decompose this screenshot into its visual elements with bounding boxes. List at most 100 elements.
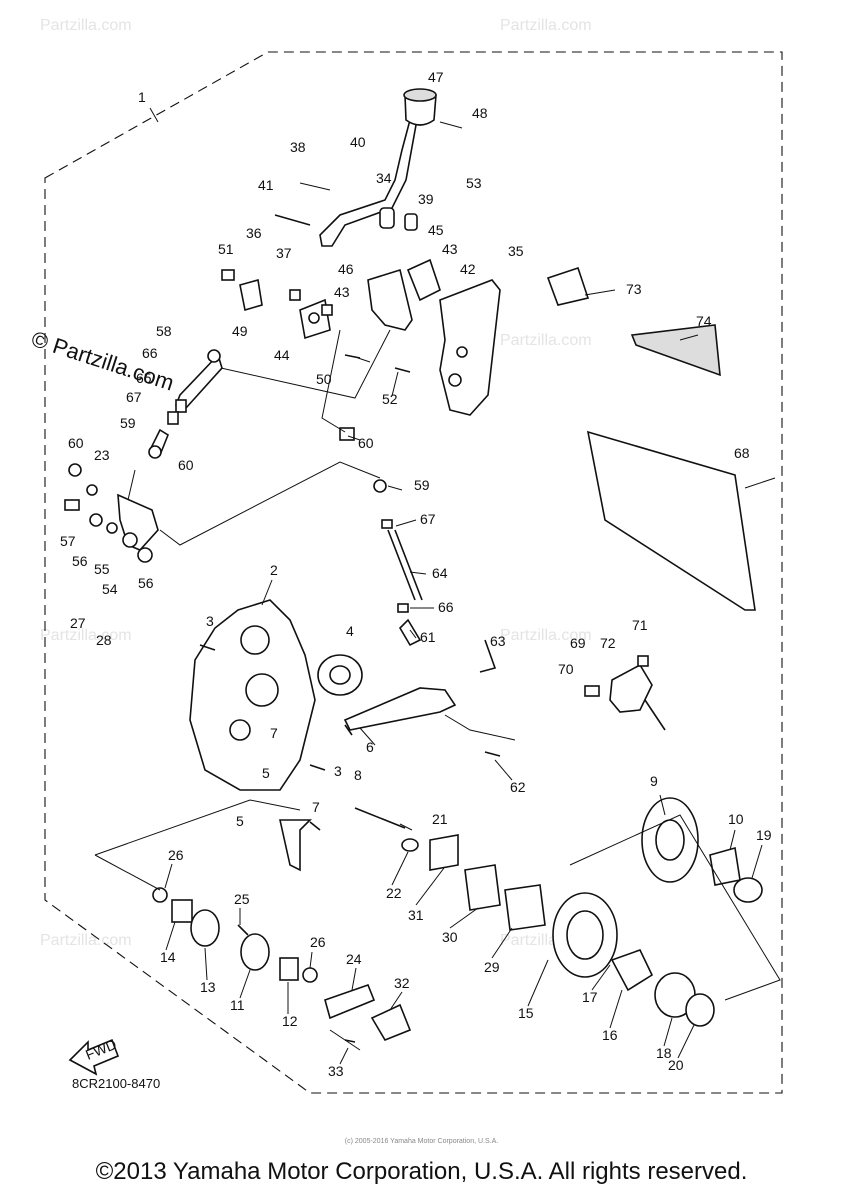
callout: 16 bbox=[602, 1027, 618, 1043]
watermark: Partzilla.com bbox=[500, 17, 592, 34]
callout: 42 bbox=[460, 261, 476, 277]
callout: 25 bbox=[234, 891, 250, 907]
watermark: Partzilla.com bbox=[40, 627, 132, 644]
callout: 63 bbox=[490, 633, 506, 649]
callout: 3 bbox=[206, 613, 214, 629]
callout: 27 bbox=[70, 615, 86, 631]
callout: 49 bbox=[232, 323, 248, 339]
callout: 56 bbox=[138, 575, 154, 591]
callout: 12 bbox=[282, 1013, 298, 1029]
callout: 35 bbox=[508, 243, 524, 259]
callout: 7 bbox=[312, 799, 320, 815]
callout: 36 bbox=[246, 225, 262, 241]
watermark: Partzilla.com bbox=[40, 932, 132, 949]
callout: 11 bbox=[230, 997, 245, 1013]
callout: 43 bbox=[334, 284, 350, 300]
callout: 60 bbox=[358, 435, 374, 451]
callout: 74 bbox=[696, 313, 712, 329]
callout: 23 bbox=[94, 447, 110, 463]
callout: 24 bbox=[346, 951, 362, 967]
callout: 30 bbox=[442, 929, 458, 945]
callout: 50 bbox=[316, 371, 332, 387]
callout: 26 bbox=[168, 847, 184, 863]
callout: 68 bbox=[734, 445, 750, 461]
callout: 64 bbox=[432, 565, 448, 581]
callout: 40 bbox=[350, 134, 366, 150]
callout: 20 bbox=[668, 1057, 684, 1073]
watermark: Partzilla.com bbox=[40, 17, 132, 34]
callout: 43 bbox=[442, 241, 458, 257]
callout: 58 bbox=[156, 323, 172, 339]
callout: 31 bbox=[408, 907, 424, 923]
callout: 72 bbox=[600, 635, 616, 651]
shift-lever-assembly bbox=[211, 88, 501, 441]
callout: 28 bbox=[96, 632, 112, 648]
callout: 15 bbox=[518, 1005, 534, 1021]
callout: 39 bbox=[418, 191, 434, 207]
callout: 55 bbox=[94, 561, 110, 577]
callout: 5 bbox=[236, 813, 244, 829]
callout: 70 bbox=[558, 661, 574, 677]
callout: 61 bbox=[420, 629, 436, 645]
callout: 3 bbox=[334, 763, 342, 779]
callout: 9 bbox=[650, 773, 658, 789]
callout: 10 bbox=[728, 811, 744, 827]
callout: 67 bbox=[420, 511, 436, 527]
callout: 47 bbox=[428, 69, 444, 85]
callout: 60 bbox=[178, 457, 194, 473]
callout: 37 bbox=[276, 245, 292, 261]
callout: 54 bbox=[102, 581, 118, 597]
callout: 48 bbox=[472, 105, 488, 121]
shift-shaft bbox=[343, 479, 516, 757]
callout: 5 bbox=[262, 765, 270, 781]
callout: 21 bbox=[432, 811, 448, 827]
callout: 53 bbox=[466, 175, 482, 191]
drive-housing bbox=[189, 599, 363, 872]
callout: 1 bbox=[138, 89, 146, 105]
callout: 73 bbox=[626, 281, 642, 297]
callout: 33 bbox=[328, 1063, 344, 1079]
sensor-group bbox=[584, 655, 666, 731]
callout: 45 bbox=[428, 222, 444, 238]
callout: 66 bbox=[438, 599, 454, 615]
callout: 65 bbox=[136, 370, 152, 386]
callout: 46 bbox=[338, 261, 354, 277]
callout: 57 bbox=[60, 533, 76, 549]
callout: 34 bbox=[376, 170, 392, 186]
callout: 14 bbox=[160, 949, 176, 965]
callout: 8 bbox=[354, 767, 362, 783]
figure-code: 8CR2100-8470 bbox=[72, 1076, 160, 1091]
callout: 29 bbox=[484, 959, 500, 975]
cover-plate-group bbox=[546, 266, 776, 611]
callout: 71 bbox=[632, 617, 648, 633]
callout: 19 bbox=[756, 827, 772, 843]
footer-small-print: (c) 2005-2016 Yamaha Motor Corporation, … bbox=[344, 1138, 499, 1145]
gear-assembly bbox=[94, 797, 781, 1051]
callout: 59 bbox=[414, 477, 430, 493]
leader-lines bbox=[149, 107, 763, 1065]
callout: 41 bbox=[258, 177, 274, 193]
callout: 60 bbox=[68, 435, 84, 451]
callout: 52 bbox=[382, 391, 398, 407]
callout: 17 bbox=[582, 989, 598, 1005]
watermark: Partzilla.com bbox=[500, 627, 592, 644]
footer-copyright: ©2013 Yamaha Motor Corporation, U.S.A. A… bbox=[95, 1158, 748, 1185]
callout: 59 bbox=[120, 415, 136, 431]
callout: 69 bbox=[570, 635, 586, 651]
callout: 32 bbox=[394, 975, 410, 991]
callout: 38 bbox=[290, 139, 306, 155]
watermarks: Partzilla.com Partzilla.com Partzilla.co… bbox=[28, 17, 591, 949]
callout: 51 bbox=[218, 241, 234, 257]
callout: 44 bbox=[274, 347, 290, 363]
callout: 22 bbox=[386, 885, 402, 901]
watermark: Partzilla.com bbox=[500, 332, 592, 349]
callout: 26 bbox=[310, 934, 326, 950]
assembly-border bbox=[44, 51, 783, 1094]
callout: 13 bbox=[200, 979, 216, 995]
callout: 18 bbox=[656, 1045, 672, 1061]
callout: 62 bbox=[510, 779, 526, 795]
callout-numbers: 1 2 3 3 4 5 5 6 7 7 8 9 10 11 12 13 14 1… bbox=[60, 69, 772, 1079]
callout: 7 bbox=[270, 725, 278, 741]
callout: 66 bbox=[142, 345, 158, 361]
